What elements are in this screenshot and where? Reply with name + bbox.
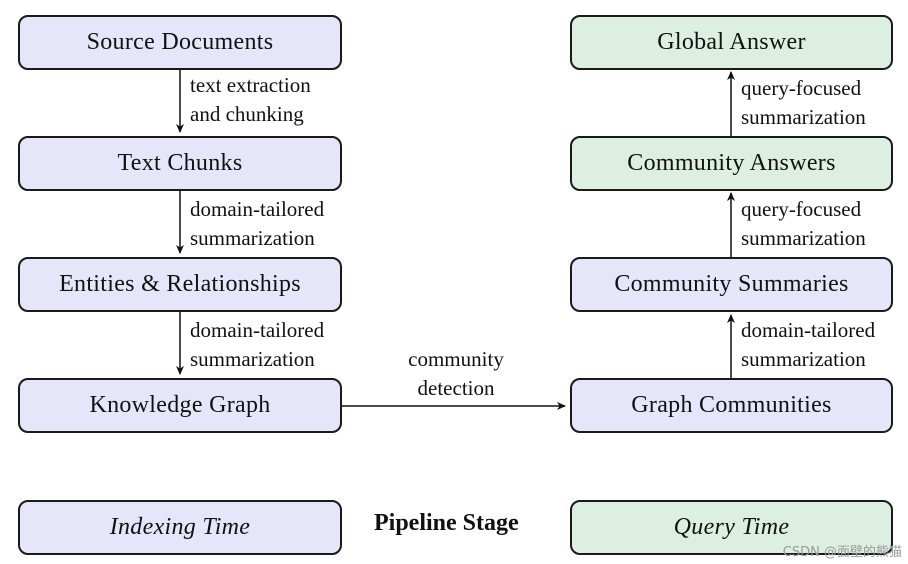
- legend-pipeline-stage: Pipeline Stage: [374, 510, 519, 536]
- edge-label-line: query-focused: [741, 197, 862, 221]
- edge-label-line: detection: [417, 376, 495, 400]
- node-community-answers: Community Answers: [570, 136, 893, 191]
- legend-indexing-time: Indexing Time: [18, 500, 342, 555]
- edge-label-line: and chunking: [190, 102, 304, 126]
- edge-label-summarization-3: domain-tailored summarization: [741, 316, 875, 374]
- node-entities-relationships: Entities & Relationships: [18, 257, 342, 312]
- watermark-text: CSDN @面壁的熊猫: [782, 545, 902, 560]
- edge-label-query-focused-2: query-focused summarization: [741, 74, 866, 132]
- node-text-chunks: Text Chunks: [18, 136, 342, 191]
- edge-label-line: text extraction: [190, 73, 311, 97]
- edge-label-line: summarization: [741, 226, 866, 250]
- edge-label-community-detection: community detection: [376, 345, 536, 403]
- edge-label-line: domain-tailored: [741, 318, 876, 342]
- edge-label-line: community: [408, 347, 504, 371]
- node-source-documents: Source Documents: [18, 15, 342, 70]
- legend-query-time: Query Time: [570, 500, 893, 555]
- node-graph-communities: Graph Communities: [570, 378, 893, 433]
- edge-label-line: summarization: [741, 105, 866, 129]
- edge-label-summarization-2: domain-tailored summarization: [190, 316, 324, 374]
- edge-label-line: domain-tailored: [190, 318, 325, 342]
- node-knowledge-graph: Knowledge Graph: [18, 378, 342, 433]
- edge-label-query-focused-1: query-focused summarization: [741, 195, 866, 253]
- edge-label-line: summarization: [190, 347, 315, 371]
- node-community-summaries: Community Summaries: [570, 257, 893, 312]
- edge-label-line: domain-tailored: [190, 197, 325, 221]
- edge-label-line: summarization: [741, 347, 866, 371]
- edge-label-line: summarization: [190, 226, 315, 250]
- edge-label-extraction: text extraction and chunking: [190, 71, 311, 129]
- node-global-answer: Global Answer: [570, 15, 893, 70]
- edge-label-summarization-1: domain-tailored summarization: [190, 195, 324, 253]
- edge-label-line: query-focused: [741, 76, 862, 100]
